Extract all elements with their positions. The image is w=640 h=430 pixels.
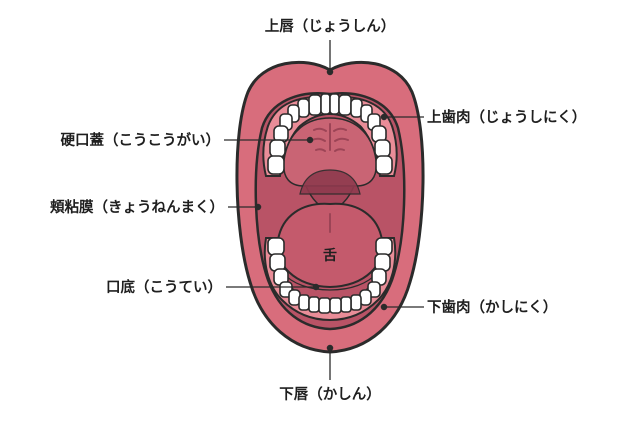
lower-tooth: [318, 297, 331, 314]
lower-tooth: [308, 296, 320, 313]
upper-tooth: [374, 139, 391, 158]
lower-tooth: [340, 296, 352, 313]
lower-tooth: [329, 297, 342, 314]
label-hard-palate: 硬口蓋（こうこうがい）: [61, 131, 221, 149]
upper-teeth: [267, 93, 393, 175]
lower-tooth: [298, 294, 310, 311]
upper-tooth: [308, 94, 322, 116]
leader-lines: [224, 40, 424, 380]
upper-tooth: [375, 155, 393, 175]
tongue: [276, 202, 384, 289]
throat: [299, 169, 361, 195]
upper-tooth: [267, 155, 285, 175]
label-lower-gum: 下歯肉（かしにく）: [427, 298, 557, 316]
label-floor-of-mouth: 口底（こうてい）: [106, 278, 222, 296]
label-buccal-mucosa: 頬粘膜（きょうねんまく）: [50, 198, 224, 216]
label-upper-gum: 上歯肉（じょうしにく）: [427, 108, 586, 126]
lower-tooth: [375, 237, 393, 256]
lower-tooth: [267, 237, 285, 256]
upper-tooth: [338, 94, 352, 116]
label-upper-lip: 上唇（じょうしん）: [265, 17, 396, 35]
lower-tooth: [350, 294, 362, 311]
upper-tooth: [320, 93, 331, 115]
lower-teeth: [267, 237, 393, 314]
label-lower-lip: 下唇（かしん）: [279, 385, 381, 403]
upper-tooth: [269, 139, 286, 158]
palate-ridges: [311, 123, 349, 152]
upper-tooth: [329, 93, 340, 115]
label-tongue: 舌: [323, 247, 337, 264]
